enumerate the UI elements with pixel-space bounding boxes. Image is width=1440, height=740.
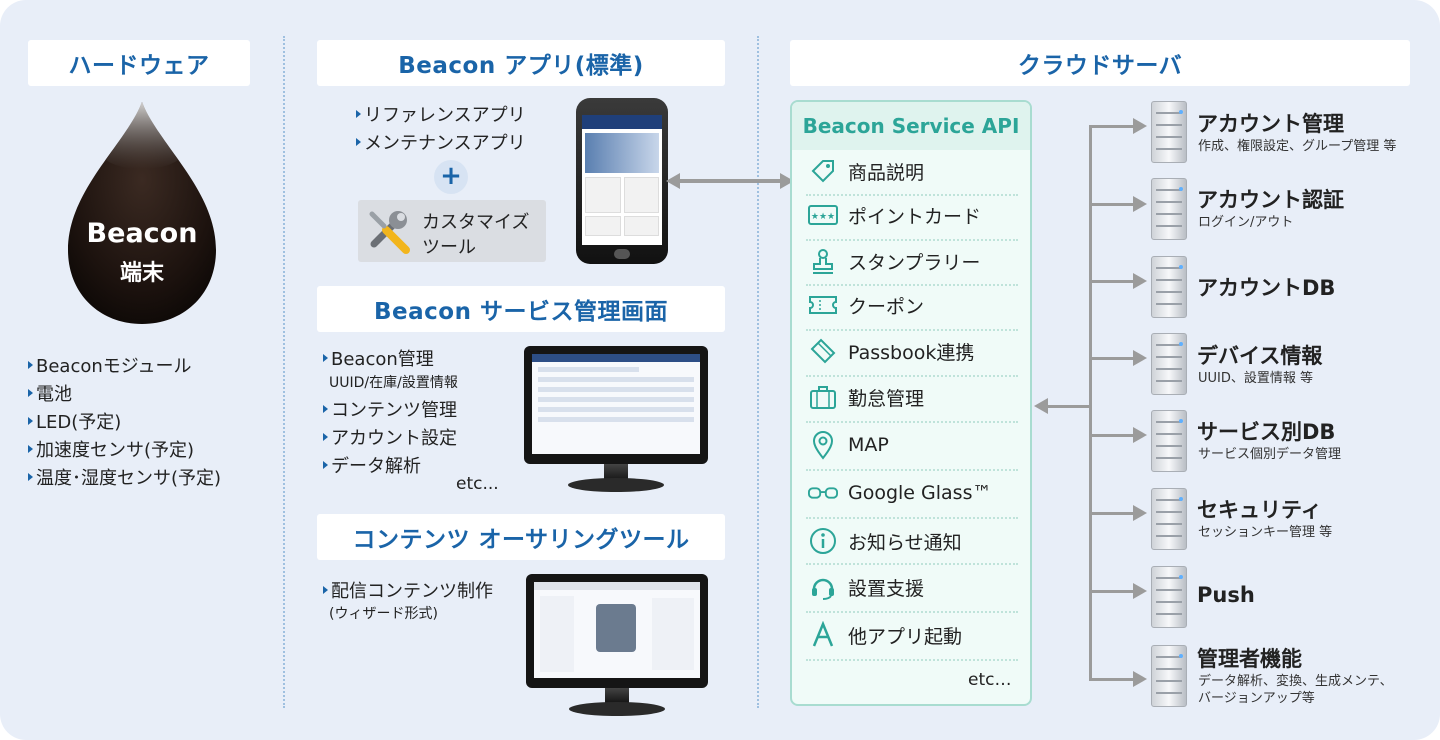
server-icon — [1151, 101, 1187, 163]
api-item-app-launch: 他アプリ起動 — [792, 612, 1030, 658]
server-icon — [1151, 333, 1187, 395]
connector-app-api — [680, 179, 784, 183]
separator-left — [283, 36, 285, 708]
api-etc: etc… — [968, 670, 1012, 690]
arrow-right-icon — [1133, 671, 1147, 687]
drop-label-device: 端末 — [119, 261, 164, 286]
server-sub-account-auth: ログイン/アウト — [1198, 215, 1294, 230]
api-item-google-glass: Google Glass™ — [792, 470, 1030, 516]
hardware-feature-led: LED(予定) — [28, 408, 121, 434]
arrow-right-icon — [1133, 196, 1147, 212]
api-title: Beacon Service API — [792, 102, 1030, 150]
beacon-service-api-box: Beacon Service API 商品説明 ★★★ ポイントカード スタンプ… — [790, 100, 1032, 706]
svg-text:★★★: ★★★ — [811, 212, 835, 222]
arrow-right-icon — [1133, 583, 1147, 599]
server-sub-admin-functions-2: バージョンアップ等 — [1198, 691, 1315, 706]
arrow-left-icon — [666, 173, 680, 189]
server-icon — [1151, 645, 1187, 707]
smartphone-mockup — [576, 98, 668, 264]
app-item-reference: リファレンスアプリ — [356, 101, 526, 127]
arrow-right-icon — [1133, 427, 1147, 443]
coupon-icon — [808, 291, 838, 319]
server-icon — [1151, 488, 1187, 550]
hardware-feature-temperature: 温度･湿度センサ(予定) — [28, 464, 221, 490]
hardware-feature-accelerometer: 加速度センサ(予定) — [28, 436, 194, 462]
server-title-account-db: アカウントDB — [1197, 276, 1336, 300]
api-item-product: 商品説明 — [792, 148, 1030, 194]
customize-tool-box: カスタマイズ ツール — [358, 200, 546, 262]
api-item-passbook: Passbook連携 — [792, 328, 1030, 374]
plus-icon: + — [434, 160, 468, 194]
header-cloud-server: クラウドサーバ — [790, 40, 1410, 86]
header-authoring-tool: コンテンツ オーサリングツール — [317, 514, 725, 560]
arrow-right-icon — [1133, 118, 1147, 134]
glasses-icon — [808, 479, 838, 507]
admin-etc: etc... — [456, 474, 499, 494]
arrow-left-to-api-icon — [1034, 398, 1048, 414]
api-item-stamp-rally: スタンプラリー — [792, 238, 1030, 284]
server-icon — [1151, 178, 1187, 240]
tool-label-line1: カスタマイズ — [422, 212, 530, 233]
server-title-account-auth: アカウント認証 — [1197, 188, 1344, 212]
server-sub-account-management: 作成、権限設定、グループ管理 等 — [1198, 139, 1397, 154]
arrow-right-icon — [1133, 505, 1147, 521]
admin-item-analytics: データ解析 — [323, 452, 421, 478]
api-item-notification: お知らせ通知 — [792, 518, 1030, 564]
tag-icon — [808, 157, 838, 185]
api-item-coupon: クーポン — [792, 282, 1030, 328]
server-sub-service-db: サービス個別データ管理 — [1198, 447, 1342, 462]
point-card-icon: ★★★ — [808, 201, 838, 229]
api-item-attendance: 勤怠管理 — [792, 374, 1030, 420]
server-icon — [1151, 256, 1187, 318]
server-title-admin-functions: 管理者機能 — [1197, 647, 1302, 671]
server-sub-admin-functions: データ解析、変換、生成メンテ、 — [1198, 674, 1393, 689]
connector-api-servers — [1046, 405, 1090, 408]
server-sub-security: セッションキー管理 等 — [1198, 525, 1333, 540]
headset-icon — [808, 573, 838, 601]
beacon-device-drop-icon — [68, 102, 216, 324]
admin-monitor-mockup — [524, 346, 708, 496]
server-title-account-management: アカウント管理 — [1197, 112, 1344, 136]
separator-right — [757, 36, 759, 708]
admin-item-account: アカウント設定 — [323, 424, 457, 450]
app-item-maintenance: メンテナンスアプリ — [356, 129, 526, 155]
tool-label-line2: ツール — [422, 237, 476, 258]
server-icon — [1151, 566, 1187, 628]
phone-screen — [582, 115, 662, 245]
server-icon — [1151, 410, 1187, 472]
authoring-item-sub: (ウィザード形式) — [329, 606, 438, 622]
ticket-icon — [808, 337, 838, 365]
app-launch-icon — [808, 621, 838, 649]
admin-item-beacon-sub: UUID/在庫/設置情報 — [329, 375, 458, 391]
tools-icon — [369, 211, 410, 254]
admin-item-content: コンテンツ管理 — [323, 396, 457, 422]
arrow-right-icon — [1133, 350, 1147, 366]
authoring-monitor-mockup — [526, 574, 708, 718]
info-icon — [808, 527, 838, 555]
server-bus-line — [1089, 125, 1092, 680]
server-title-push: Push — [1197, 583, 1255, 607]
header-hardware: ハードウェア — [28, 40, 250, 86]
hardware-feature-module: Beaconモジュール — [28, 352, 192, 378]
drop-label-beacon: Beacon — [86, 218, 198, 249]
header-beacon-app: Beacon アプリ(標準) — [317, 40, 725, 86]
api-item-point-card: ★★★ ポイントカード — [792, 192, 1030, 238]
server-title-security: セキュリティ — [1197, 498, 1322, 522]
server-sub-device-info: UUID、設置情報 等 — [1198, 371, 1314, 386]
hardware-feature-battery: 電池 — [28, 380, 72, 406]
briefcase-icon — [808, 383, 838, 411]
authoring-item-content: 配信コンテンツ制作 — [323, 577, 493, 603]
api-item-installation-support: 設置支援 — [792, 564, 1030, 610]
stamp-icon — [808, 247, 838, 275]
header-admin-console: Beacon サービス管理画面 — [317, 286, 725, 332]
server-title-device-info: デバイス情報 — [1197, 344, 1323, 368]
map-pin-icon — [808, 431, 838, 460]
api-item-map: MAP — [792, 422, 1030, 468]
admin-item-beacon: Beacon管理 — [323, 345, 434, 371]
arrow-right-icon — [1133, 273, 1147, 289]
server-title-service-db: サービス別DB — [1197, 420, 1336, 444]
